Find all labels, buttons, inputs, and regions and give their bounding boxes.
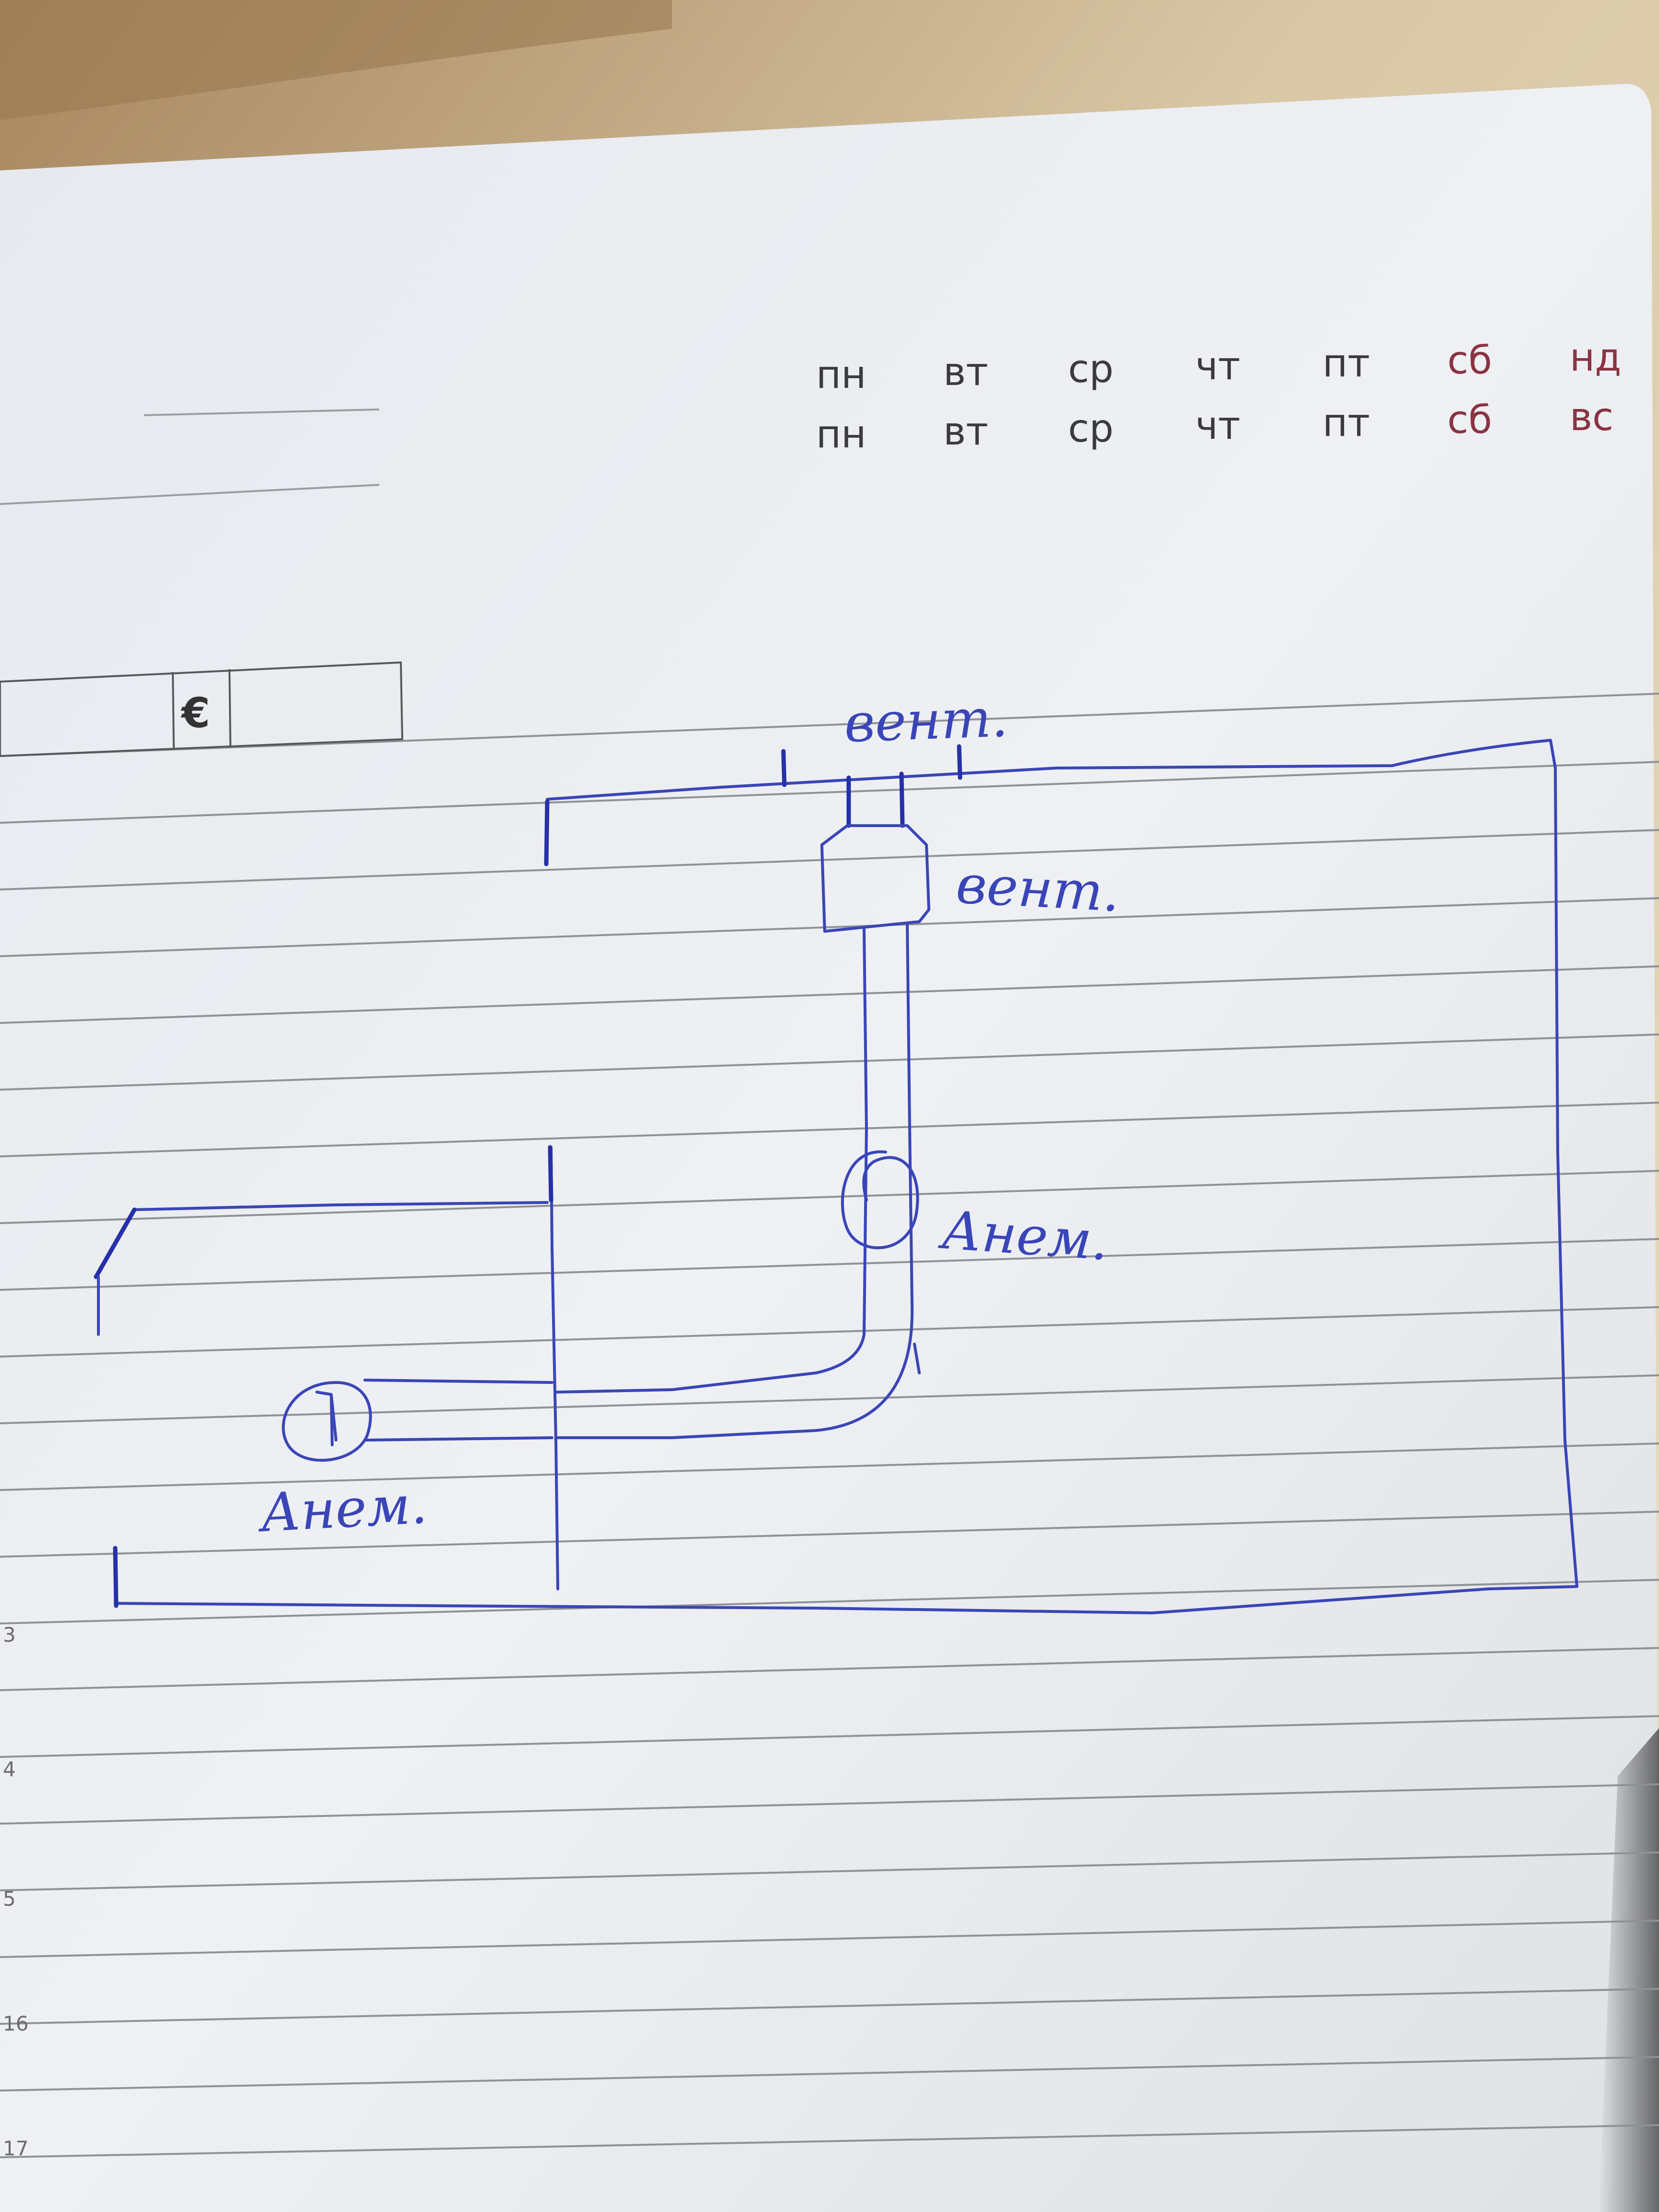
room-bottom-left-post: [113, 1546, 119, 1608]
ruled-line: [0, 1238, 1659, 1291]
room-outline: [114, 739, 1578, 1614]
line-number: 5: [3, 1887, 16, 1911]
room-left-post: [544, 799, 550, 866]
ruled-line: [0, 1579, 1659, 1624]
ruled-line: [0, 2124, 1659, 2158]
duct-vertical-left: [555, 927, 868, 1394]
line-number: 17: [3, 2137, 28, 2160]
label-anemostat-left: Анем.: [256, 1474, 429, 1544]
desk-wood-grain: [0, 0, 672, 120]
duct-elbow-tick: [913, 1343, 921, 1374]
ruled-line: [0, 1306, 1659, 1358]
ruled-line: [0, 1920, 1659, 1958]
weekday-label: пн: [816, 352, 866, 397]
ceiling-tick-right: [957, 744, 962, 780]
small-wall-slant: [94, 1207, 137, 1279]
weekday-label: сб: [1447, 397, 1492, 442]
ruled-line: [0, 1715, 1659, 1758]
ruled-line: [0, 1511, 1659, 1558]
ruled-line: [0, 965, 1659, 1024]
anemostat-left: [282, 1381, 372, 1462]
line-number: 16: [3, 2012, 28, 2035]
small-wall-top: [133, 1201, 549, 1211]
weekday-label: ср: [1068, 406, 1114, 451]
weekday-label: вт: [943, 409, 988, 454]
label-top-vent: вент.: [843, 687, 1009, 754]
weekday-label: пт: [1322, 400, 1370, 445]
weekday-label: вс: [1570, 395, 1613, 439]
ruled-line: [0, 1170, 1659, 1224]
ruled-line: [0, 1443, 1659, 1491]
ruled-line: [0, 829, 1659, 890]
duct-horizontal-bottom: [363, 1436, 553, 1442]
anemostat-right: [841, 1150, 919, 1250]
weekday-label: ср: [1068, 347, 1114, 391]
weekday-label: сб: [1447, 338, 1492, 383]
ruled-line: [0, 1102, 1659, 1157]
ruled-lines: [0, 693, 1659, 2158]
ruled-line: [0, 693, 1659, 757]
ruled-line: [0, 2056, 1659, 2092]
weekday-label: пт: [1322, 341, 1370, 385]
duct-vertical-right: [555, 923, 914, 1439]
anemostat-left-inner: [315, 1391, 337, 1446]
weekday-label: чт: [1195, 344, 1240, 388]
duct-horizontal-top: [363, 1379, 553, 1384]
header-line-1: [144, 409, 380, 416]
weekday-label: вт: [943, 349, 988, 394]
ruled-line: [0, 1647, 1659, 1691]
weekday-label: нд: [1570, 335, 1622, 380]
currency-symbol: €: [180, 689, 210, 737]
inner-partition-top: [548, 1145, 553, 1202]
weekday-row-1: пн вт ср чт пт сб нд: [816, 335, 1622, 397]
ruled-line: [0, 1988, 1659, 2025]
page-edge-shadow: [1599, 1728, 1659, 2212]
ruled-line: [0, 1851, 1659, 1891]
ruled-line: [0, 1374, 1659, 1424]
ceiling-tick-left: [781, 749, 787, 787]
header-line-2: [0, 484, 380, 505]
ventilation-sketch: вент. вент. Анем. Анем.: [94, 687, 1578, 1614]
ruled-line: [0, 1034, 1659, 1091]
label-fan-vent: вент.: [955, 854, 1121, 924]
ruled-line: [0, 1783, 1659, 1825]
line-number: 4: [3, 1757, 16, 1781]
weekday-label: пн: [816, 412, 866, 457]
weekday-row-2: пн вт ср чт пт сб вс: [816, 395, 1613, 457]
fan-unit: [820, 824, 930, 933]
line-numbers: 3 4 5 16 17: [3, 1623, 28, 2160]
ruled-line: [0, 761, 1659, 824]
weekday-label: чт: [1195, 403, 1240, 448]
currency-box: €: [0, 661, 404, 757]
label-anemostat-right: Анем.: [937, 1199, 1110, 1272]
line-number: 3: [3, 1623, 16, 1647]
ruled-line: [0, 897, 1659, 957]
